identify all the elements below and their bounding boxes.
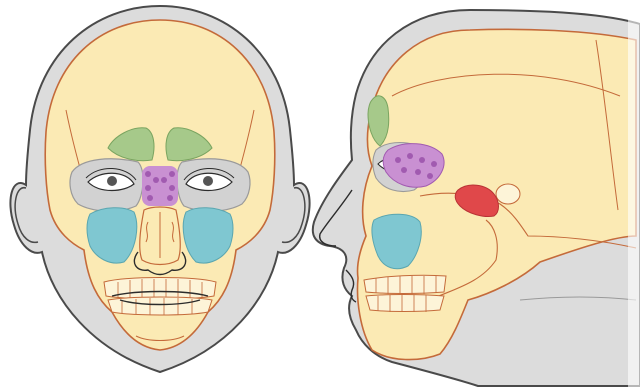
- front-teeth: [104, 278, 216, 316]
- edge-fade: [628, 0, 640, 389]
- front-ethmoid-sinus: [142, 166, 178, 206]
- lateral-view: [313, 10, 640, 386]
- side-ear-canal: [496, 184, 520, 204]
- frontal-view: [10, 6, 309, 372]
